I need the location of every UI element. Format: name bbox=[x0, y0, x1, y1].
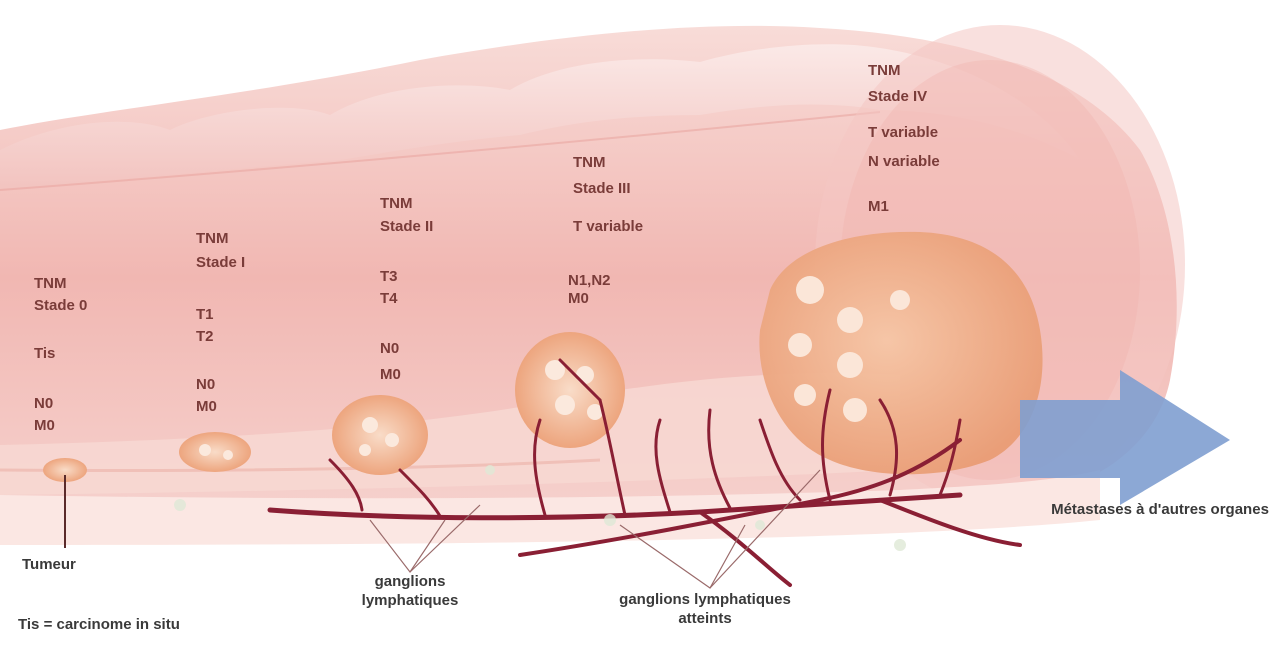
tumor-cell bbox=[385, 433, 399, 447]
stage-3-n: N1,N2 bbox=[568, 272, 611, 290]
tumor-cell bbox=[362, 417, 378, 433]
stage-3-label: Stade III bbox=[573, 180, 631, 198]
stage-2-label: Stade II bbox=[380, 218, 433, 236]
stage-3-t: T variable bbox=[573, 218, 643, 236]
tumor-cell bbox=[890, 290, 910, 310]
stage-1-label: Stade I bbox=[196, 254, 245, 272]
stage-4-system: TNM bbox=[868, 62, 901, 80]
stage-0-t: Tis bbox=[34, 345, 55, 363]
tumor-caption: Tumeur bbox=[22, 555, 76, 574]
stage-1-m: M0 bbox=[196, 398, 217, 416]
stage-3-m: M0 bbox=[568, 290, 589, 308]
stage-3-system: TNM bbox=[573, 154, 606, 172]
stage-4-t: T variable bbox=[868, 124, 938, 142]
tumor-stage-1 bbox=[179, 432, 251, 472]
stage-4-m: M1 bbox=[868, 198, 889, 216]
tumor-cell bbox=[794, 384, 816, 406]
stage-1-n: N0 bbox=[196, 376, 215, 394]
stage-0-label: Stade 0 bbox=[34, 297, 87, 315]
stage-2-t2: T4 bbox=[380, 290, 398, 308]
tumor-cell bbox=[796, 276, 824, 304]
tumor-cell bbox=[223, 450, 233, 460]
tumor-cell bbox=[837, 307, 863, 333]
stage-2-m: M0 bbox=[380, 366, 401, 384]
stage-0-system: TNM bbox=[34, 275, 67, 293]
stage-2-system: TNM bbox=[380, 195, 413, 213]
stage-0-m: M0 bbox=[34, 417, 55, 435]
stage-2-n: N0 bbox=[380, 340, 399, 358]
tumor-cell bbox=[359, 444, 371, 456]
tumor-cell bbox=[199, 444, 211, 456]
tumor-cell bbox=[555, 395, 575, 415]
stage-2-t1: T3 bbox=[380, 268, 398, 286]
tumor-cell bbox=[843, 398, 867, 422]
tumor-stage-2 bbox=[332, 395, 428, 475]
stage-1-t2: T2 bbox=[196, 328, 214, 346]
stage-1-system: TNM bbox=[196, 230, 229, 248]
metastases-caption: Métastases à d'autres organes bbox=[1045, 500, 1275, 519]
tis-definition: Tis = carcinome in situ bbox=[18, 615, 180, 634]
lymph-nodes-caption: ganglions lymphatiques bbox=[330, 572, 490, 610]
tumor-cell bbox=[788, 333, 812, 357]
tumor-cell bbox=[576, 366, 594, 384]
stage-4-label: Stade IV bbox=[868, 88, 927, 106]
stage-1-t1: T1 bbox=[196, 306, 214, 324]
affected-lymph-nodes-caption: ganglions lymphatiques atteints bbox=[605, 590, 805, 628]
tumor-cell bbox=[837, 352, 863, 378]
stage-0-n: N0 bbox=[34, 395, 53, 413]
stage-4-n: N variable bbox=[868, 153, 940, 171]
